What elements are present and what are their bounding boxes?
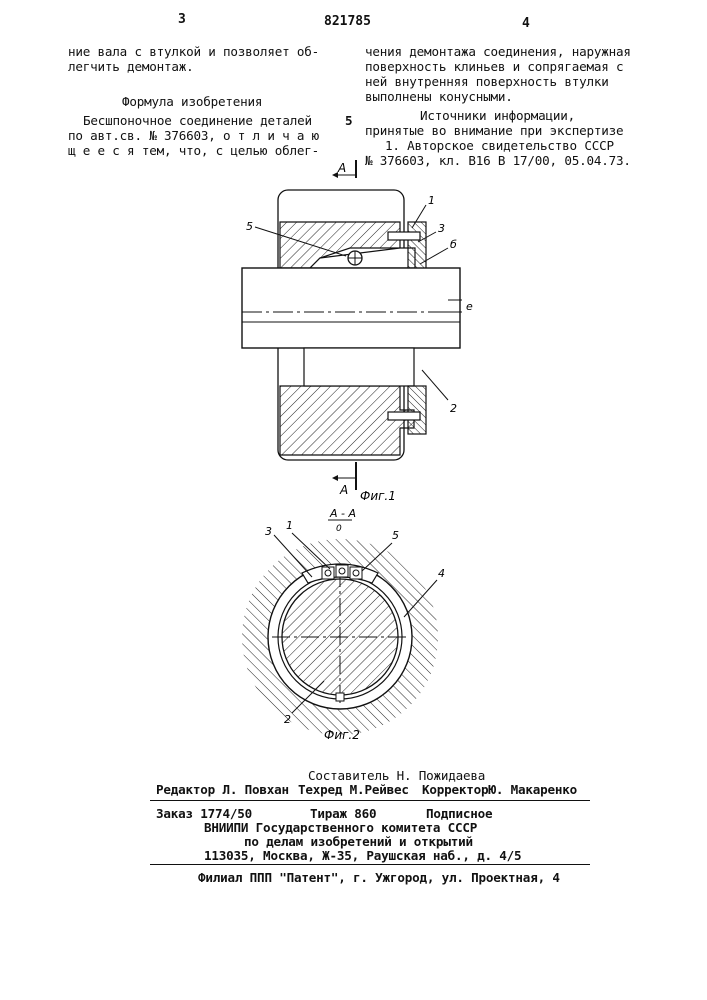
footer-techred: Техред М.Рейвес bbox=[298, 782, 409, 797]
right-text-line-2: поверхность клиньев и сопрягаемая с bbox=[365, 59, 623, 74]
right-text-line-4: выполнены конусными. bbox=[365, 89, 513, 104]
footer-branch: Филиал ППП "Патент", г. Ужгород, ул. Про… bbox=[198, 870, 560, 885]
footer-editor: Редактор Л. Повхан bbox=[156, 782, 289, 797]
fig2-section-sub: 0 bbox=[336, 524, 342, 534]
sources-line-2: принятые во внимание при экспертизе bbox=[365, 123, 623, 138]
footer-order: Заказ 1774/50 bbox=[156, 806, 252, 821]
footer-divider-1 bbox=[150, 800, 590, 801]
claim-line-2: по авт.св. № 376603, о т л и ч а ю bbox=[68, 128, 319, 143]
source-1-line-1: 1. Авторское свидетельство СССР bbox=[385, 138, 614, 153]
footer-org-line-3: 113035, Москва, Ж-35, Раушская наб., д. … bbox=[204, 848, 521, 863]
claim-line-1: Бесшпоночное соединение деталей bbox=[83, 113, 312, 128]
fig1-caption: Фиг.1 bbox=[360, 489, 396, 503]
right-text-line-3: ней внутренняя поверхность втулки bbox=[365, 74, 609, 89]
figure-1-drawing: A 1 3 б 5 е 2 A Фиг.1 bbox=[210, 160, 490, 510]
fig2-label-1: 1 bbox=[286, 519, 293, 532]
fig2-label-3: 3 bbox=[265, 525, 272, 538]
claims-heading: Формула изобретения bbox=[122, 94, 262, 109]
footer-divider-2 bbox=[150, 864, 590, 865]
footer-corrector: КорректорЮ. Макаренко bbox=[422, 782, 577, 797]
fig2-label-4: 4 bbox=[438, 567, 445, 580]
left-text-line-2: легчить демонтаж. bbox=[68, 59, 194, 74]
fig1-label-1: 1 bbox=[428, 194, 435, 207]
footer-circulation: Тираж 860 bbox=[310, 806, 376, 821]
patent-number: 821785 bbox=[324, 14, 371, 29]
footer-org-line-2: по делам изобретений и открытий bbox=[244, 834, 473, 849]
footer-subscription: Подписное bbox=[426, 806, 492, 821]
fig1-label-a-bottom: A bbox=[339, 483, 348, 497]
page-number-right: 4 bbox=[522, 16, 530, 31]
fig2-label-2: 2 bbox=[284, 713, 291, 726]
fig1-label-2: 2 bbox=[450, 402, 457, 415]
fig1-label-a-top: A bbox=[337, 161, 346, 175]
figure-2-drawing: А - А 0 3 1 5 4 2 Фиг.2 bbox=[232, 505, 462, 745]
footer-org-line-1: ВНИИПИ Государственного комитета СССР bbox=[204, 820, 477, 835]
fig2-section-title: А - А bbox=[329, 507, 356, 520]
margin-line-number: 5 bbox=[345, 113, 352, 128]
fig2-caption: Фиг.2 bbox=[324, 728, 360, 742]
claim-line-3: щ е е с я тем, что, с целью облег- bbox=[68, 143, 319, 158]
sources-heading: Источники информации, bbox=[420, 108, 575, 123]
fig2-label-5: 5 bbox=[392, 529, 399, 542]
left-text-line-1: ние вала с втулкой и позволяет об- bbox=[68, 44, 319, 59]
fig1-label-5: 5 bbox=[246, 220, 253, 233]
fig1-label-6: б bbox=[450, 238, 457, 251]
fig1-label-3: 3 bbox=[438, 222, 445, 235]
fig1-label-e: е bbox=[466, 300, 473, 313]
page-number-left: 3 bbox=[178, 12, 186, 27]
right-text-line-1: чения демонтажа соединения, наружная bbox=[365, 44, 631, 59]
footer-compiler: Составитель Н. Пожидаева bbox=[308, 768, 485, 783]
